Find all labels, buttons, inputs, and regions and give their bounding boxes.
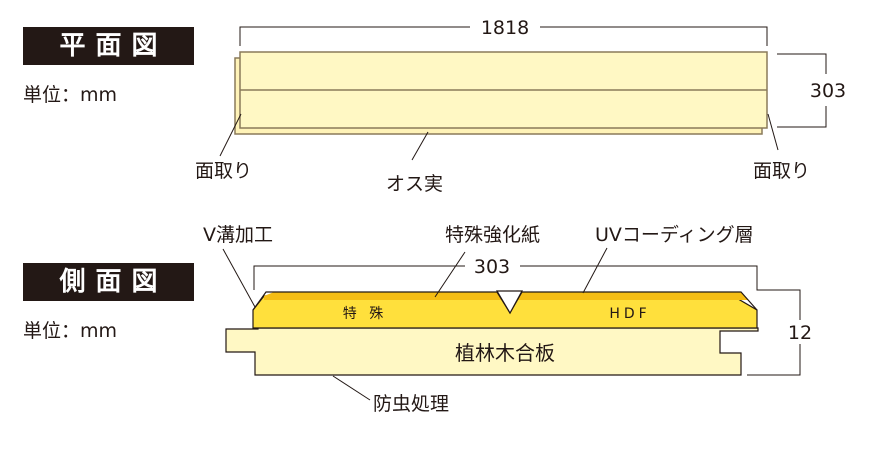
plan-view-unit: 単位：mm	[23, 84, 118, 106]
plan-view-drawing: 1818 303 面取り オス実 面取り	[195, 17, 846, 195]
tongue-label: オス実	[386, 173, 443, 195]
v-groove	[495, 290, 524, 315]
plan-width-dim-line-left	[239, 26, 470, 46]
uv-paper-layer-right	[517, 292, 748, 300]
side-thickness-dim: 12	[788, 322, 812, 344]
chamfer-left-label: 面取り	[195, 160, 252, 182]
plan-width-dim-line-right	[540, 26, 768, 46]
layer-label-core: 植林木合板	[455, 341, 555, 365]
uv-coating-leader	[582, 247, 608, 294]
chamfer-left-leader	[219, 113, 242, 157]
side-thickness-dim-line	[747, 344, 801, 376]
v-groove-label: V溝加工	[203, 224, 273, 246]
special-paper-layer	[264, 292, 503, 300]
layer-label-hdf: HDF	[609, 306, 650, 322]
side-width-dim-line-right	[520, 265, 801, 320]
special-paper-leader	[434, 251, 466, 298]
plan-height-dim: 303	[810, 80, 846, 102]
tongue-leader	[411, 131, 429, 161]
v-groove-leader	[222, 248, 256, 308]
side-width-dim: 303	[474, 256, 510, 278]
insect-treatment-leader	[332, 375, 371, 401]
side-view-unit: 単位：mm	[23, 320, 118, 342]
special-paper-label: 特殊強化紙	[445, 224, 540, 246]
plan-width-dim: 1818	[481, 17, 529, 39]
side-width-dim-line-left	[253, 265, 465, 290]
insect-treatment-label: 防虫処理	[373, 393, 449, 415]
uv-coating-label: UVコーディング層	[595, 224, 754, 246]
chamfer-right-leader	[767, 113, 779, 151]
plan-height-dim-line-top	[777, 53, 827, 74]
plan-view-title: 平面図	[23, 27, 194, 65]
side-view-title: 側面図	[23, 263, 194, 301]
plan-height-dim-line-bottom	[777, 106, 827, 128]
layer-label-special: 特 殊	[343, 306, 387, 322]
side-view-drawing: 特 殊 HDF 植林木合板 303 12 V溝加工 特殊強化紙 UVコーディング…	[203, 224, 812, 415]
chamfer-right-label: 面取り	[753, 160, 810, 182]
